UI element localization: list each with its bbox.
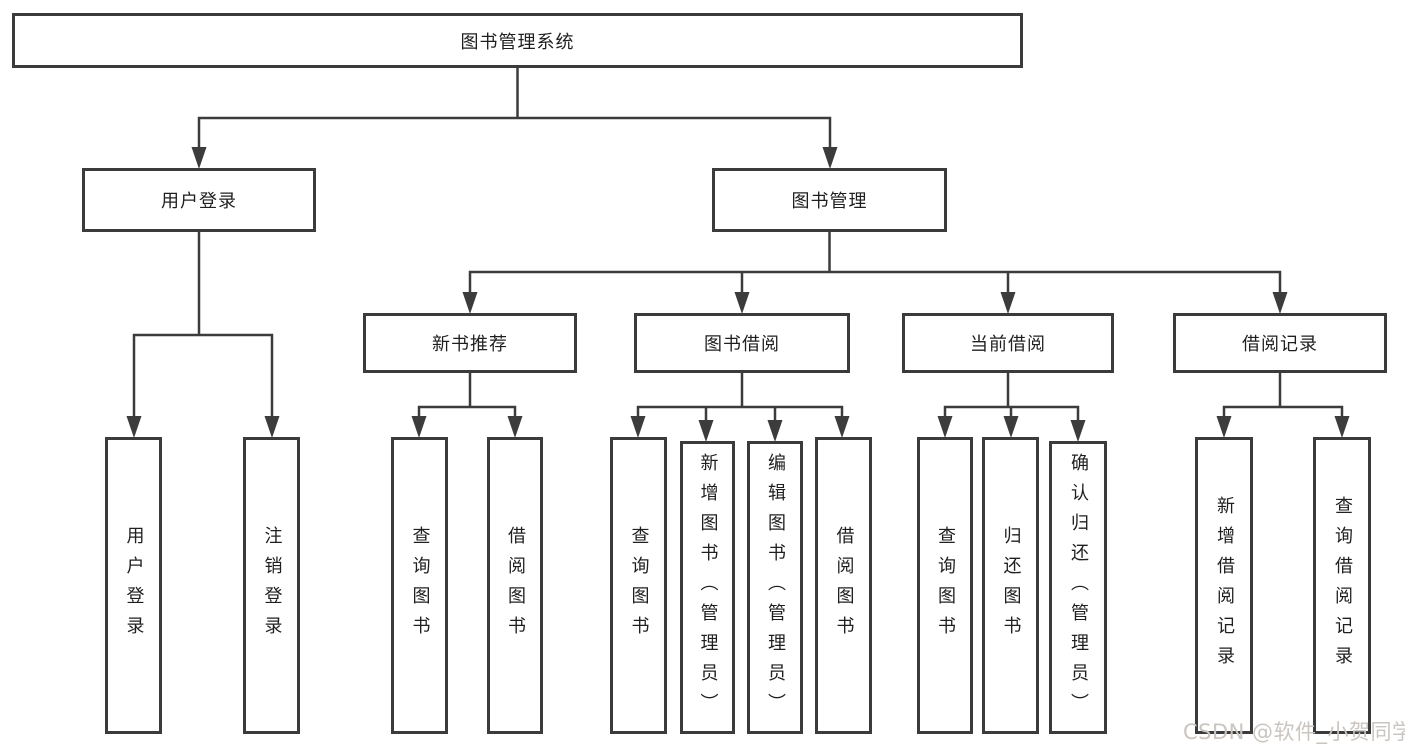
leaf-return-book: 归还图书 — [982, 437, 1039, 734]
node-book-borrowing-label: 图书借阅 — [704, 334, 780, 355]
leaf-query-borrow-record-label: 查询借阅记录 — [1332, 495, 1353, 676]
connector-borrowing-to-leaves — [636, 371, 844, 424]
leaf-add-borrow-record: 新增借阅记录 — [1195, 437, 1253, 734]
connector-root-to-level2 — [197, 66, 832, 151]
arrowhead — [462, 292, 478, 314]
leaf-borrow-books-borrowing: 借阅图书 — [815, 437, 872, 734]
leaf-edit-book-admin-label: 编辑图书（管理员） — [765, 452, 786, 723]
connector-userlogin-to-leaves — [132, 230, 274, 420]
arrowhead — [1000, 292, 1016, 314]
node-user-login-label: 用户登录 — [161, 191, 237, 212]
leaf-query-books-borrowing: 查询图书 — [610, 437, 667, 734]
arrowhead — [191, 147, 207, 169]
node-current-borrowing: 当前借阅 — [902, 313, 1114, 373]
arrowhead — [507, 416, 523, 438]
arrowhead — [734, 292, 750, 314]
leaf-borrow-books-recommend: 借阅图书 — [487, 437, 543, 734]
leaf-add-borrow-record-label: 新增借阅记录 — [1214, 495, 1235, 676]
arrowhead — [1216, 416, 1232, 438]
node-new-book-recommend: 新书推荐 — [363, 313, 577, 373]
csdn-watermark: CSDN @软件_小贺同学 — [1183, 720, 1405, 744]
leaf-confirm-return-admin-label: 确认归还（管理员） — [1068, 452, 1089, 723]
leaf-query-books-recommend-label: 查询图书 — [409, 525, 431, 646]
leaf-edit-book-admin: 编辑图书（管理员） — [747, 441, 803, 734]
connector-bookmgmt-to-level3 — [468, 230, 1282, 296]
root-node-label: 图书管理系统 — [460, 31, 575, 53]
leaf-logout-label: 注销登录 — [261, 525, 283, 646]
connector-records-to-leaves — [1222, 371, 1344, 420]
node-book-management: 图书管理 — [712, 168, 947, 232]
leaf-query-books-current-label: 查询图书 — [935, 525, 956, 646]
node-book-management-label: 图书管理 — [791, 191, 868, 212]
connector-recommend-to-leaves — [417, 371, 517, 420]
node-user-login: 用户登录 — [82, 168, 316, 232]
leaf-query-books-current: 查询图书 — [917, 437, 973, 734]
arrowhead — [698, 420, 714, 442]
arrowhead — [411, 416, 427, 438]
arrowhead — [1070, 420, 1086, 442]
node-borrow-records-label: 借阅记录 — [1242, 334, 1318, 355]
node-current-borrowing-label: 当前借阅 — [970, 334, 1046, 355]
node-new-book-recommend-label: 新书推荐 — [432, 334, 508, 355]
arrowhead — [126, 416, 142, 438]
arrowhead — [630, 416, 646, 438]
arrowhead — [834, 416, 850, 438]
leaf-query-books-borrowing-label: 查询图书 — [628, 525, 650, 646]
connector-current-to-leaves — [943, 371, 1080, 424]
arrowhead — [264, 416, 280, 438]
leaf-confirm-return-admin: 确认归还（管理员） — [1049, 441, 1107, 734]
leaf-query-books-recommend: 查询图书 — [391, 437, 448, 734]
leaf-add-book-admin-label: 新增图书（管理员） — [697, 452, 719, 723]
leaf-user-login-label: 用户登录 — [123, 525, 145, 646]
node-borrow-records: 借阅记录 — [1173, 313, 1387, 373]
arrowhead — [1334, 416, 1350, 438]
leaf-add-book-admin: 新增图书（管理员） — [680, 441, 735, 734]
leaf-borrow-books-borrowing-label: 借阅图书 — [833, 525, 855, 646]
node-book-borrowing: 图书借阅 — [634, 313, 850, 373]
leaf-borrow-books-recommend-label: 借阅图书 — [505, 525, 526, 646]
leaf-query-borrow-record: 查询借阅记录 — [1313, 437, 1371, 734]
root-node-system: 图书管理系统 — [12, 13, 1023, 68]
arrowhead — [1003, 416, 1019, 438]
arrowhead — [937, 416, 953, 438]
leaf-logout: 注销登录 — [243, 437, 300, 734]
arrowhead — [767, 420, 783, 442]
arrowhead — [1272, 292, 1288, 314]
leaf-return-book-label: 归还图书 — [1000, 525, 1022, 646]
arrowhead — [822, 147, 838, 169]
leaf-user-login: 用户登录 — [105, 437, 162, 734]
